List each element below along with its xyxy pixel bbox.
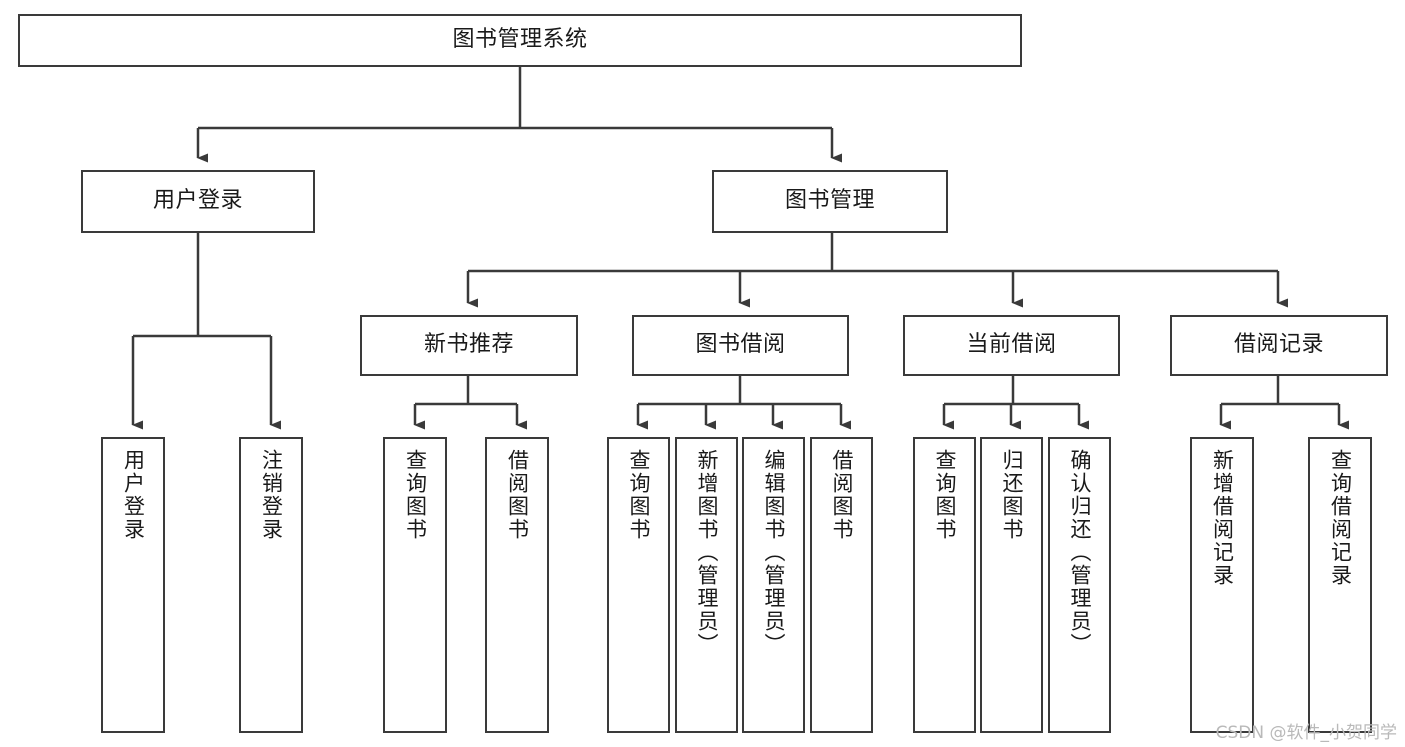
leaf-borrow-query-book-label: 查询图书	[627, 449, 651, 541]
node-book-borrow[interactable]: 图书借阅	[632, 315, 849, 376]
node-user-login-label: 用户登录	[152, 188, 243, 214]
node-root-system[interactable]: 图书管理系统	[18, 14, 1022, 67]
leaf-current-query-book-label: 查询图书	[933, 449, 957, 541]
node-book-borrow-label: 图书借阅	[695, 332, 786, 358]
leaf-user-login-logout[interactable]: 注销登录	[239, 437, 303, 733]
leaf-new-book-borrow[interactable]: 借阅图书	[485, 437, 549, 733]
node-borrow-record[interactable]: 借阅记录	[1170, 315, 1388, 376]
leaf-borrow-add-book[interactable]: 新增图书（管理员）	[675, 437, 738, 733]
leaf-borrow-query-book[interactable]: 查询图书	[607, 437, 670, 733]
leaf-record-query-label: 查询借阅记录	[1328, 449, 1353, 587]
leaf-current-confirm-return[interactable]: 确认归还（管理员）	[1048, 437, 1111, 733]
node-current-borrow-label: 当前借阅	[966, 332, 1057, 358]
leaf-user-login-login[interactable]: 用户登录	[101, 437, 165, 733]
leaf-borrow-borrow-book[interactable]: 借阅图书	[810, 437, 873, 733]
node-new-book-recommend[interactable]: 新书推荐	[360, 315, 578, 376]
leaf-new-book-query-label: 查询图书	[403, 449, 428, 541]
node-book-management[interactable]: 图书管理	[712, 170, 948, 233]
leaf-borrow-add-book-label: 新增图书（管理员）	[695, 449, 719, 656]
leaf-current-return-book-label: 归还图书	[1000, 449, 1024, 541]
node-book-management-label: 图书管理	[784, 188, 875, 214]
leaf-new-book-query[interactable]: 查询图书	[383, 437, 447, 733]
leaf-user-login-login-label: 用户登录	[121, 449, 146, 541]
node-root-system-label: 图书管理系统	[452, 27, 588, 53]
leaf-current-confirm-return-label: 确认归还（管理员）	[1068, 449, 1092, 656]
leaf-current-query-book[interactable]: 查询图书	[913, 437, 976, 733]
leaf-record-add[interactable]: 新增借阅记录	[1190, 437, 1254, 733]
leaf-new-book-borrow-label: 借阅图书	[505, 449, 530, 541]
watermark-text: CSDN @软件_小贺同学	[1215, 723, 1397, 743]
leaf-borrow-borrow-book-label: 借阅图书	[830, 449, 854, 541]
leaf-borrow-edit-book-label: 编辑图书（管理员）	[762, 449, 786, 656]
leaf-record-query[interactable]: 查询借阅记录	[1308, 437, 1372, 733]
leaf-record-add-label: 新增借阅记录	[1210, 449, 1235, 587]
node-user-login[interactable]: 用户登录	[81, 170, 315, 233]
leaf-borrow-edit-book[interactable]: 编辑图书（管理员）	[742, 437, 805, 733]
leaf-user-login-logout-label: 注销登录	[259, 449, 284, 541]
node-current-borrow[interactable]: 当前借阅	[903, 315, 1120, 376]
leaf-current-return-book[interactable]: 归还图书	[980, 437, 1043, 733]
node-borrow-record-label: 借阅记录	[1233, 332, 1324, 358]
node-new-book-recommend-label: 新书推荐	[423, 332, 514, 358]
